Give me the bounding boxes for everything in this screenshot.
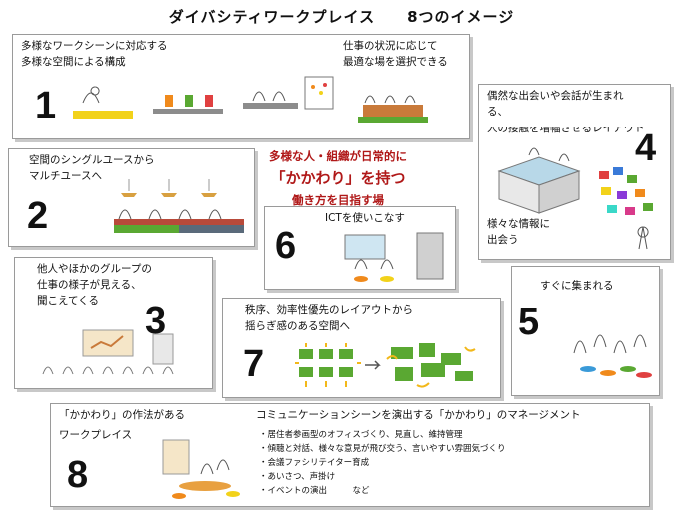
panel-8-bullet: ・あいさつ、声掛け: [259, 472, 336, 482]
panel-3: 他人やほかのグループの 仕事の様子が見える、 聞こえてくる 3: [14, 257, 213, 389]
panel-4-number: 4: [635, 127, 657, 169]
panel-8-text-left-1: 「かかわり」の作法がある: [59, 409, 185, 421]
panel-3-text-2: 仕事の様子が見える、: [37, 279, 142, 291]
panel-6: ICTを使いこなす 6: [264, 206, 456, 290]
panel-1-illustration: [73, 76, 428, 123]
panel-4-text-4: 様々な情報に: [487, 218, 550, 230]
panel-2-number: 2: [27, 195, 49, 237]
panel-3-number: 3: [145, 300, 167, 342]
panel-8-heading: コミュニケーションシーンを演出する「かかわり」のマネージメント: [256, 409, 581, 421]
panel-6-text-1: ICTを使いこなす: [325, 212, 405, 224]
page-title: ダイバシティワークプレイス 8つのイメージ: [168, 8, 515, 26]
panel-1-text-right-1: 仕事の状況に応じて: [343, 40, 438, 52]
panel-1-text-left-1: 多様なワークシーンに対応する: [21, 40, 168, 52]
panel-8-bullet: ・傾聴と対話、様々な意見が飛び交う、言いやすい雰囲気づくり: [259, 444, 506, 454]
center-line-1: 多様な人・組織が日常的に: [269, 149, 407, 163]
panel-2: 空間のシングルユースから マルチユースへ 2: [8, 148, 255, 247]
center-line-2: 「かかわり」を持つ: [270, 169, 406, 187]
panel-2-illustration: [114, 179, 244, 233]
panel-5: すぐに集まれる 5: [511, 266, 660, 396]
panel-5-number: 5: [518, 301, 540, 343]
panel-4-text-3: 人の接触を増幅させるレイアウト: [487, 122, 645, 134]
panel-4-text-1: 偶然な出会いや会話が生まれ: [487, 90, 624, 102]
panel-2-text-2: マルチユースへ: [29, 170, 102, 182]
panel-8-bullet: ・居住者参画型のオフィスづくり、見直し、維持管理: [259, 430, 463, 440]
panel-8-number: 8: [67, 454, 89, 496]
panel-7-text-2: 揺らぎ感のある空間へ: [245, 320, 350, 332]
panel-2-text-1: 空間のシングルユースから: [29, 154, 155, 166]
panel-7-text-1: 秩序、効率性優先のレイアウトから: [245, 304, 413, 316]
panel-7-illustration: [295, 343, 476, 388]
panel-5-text-1: すぐに集まれる: [540, 280, 614, 292]
panel-1: 多様なワークシーンに対応する 多様な空間による構成 仕事の状況に応じて 最適な場…: [12, 34, 470, 139]
panel-4-text-2: る、: [487, 106, 508, 118]
panel-1-text-right-2: 最適な場を選択できる: [343, 56, 448, 68]
panel-1-text-left-2: 多様な空間による構成: [21, 56, 126, 68]
panel-3-illustration: [42, 329, 174, 375]
panel-8-bullet: ・会議ファシリテイター育成: [259, 458, 370, 468]
panel-8-text-left-2: ワークプレイス: [59, 429, 133, 441]
panel-6-number: 6: [275, 225, 297, 267]
panel-7: 秩序、効率性優先のレイアウトから 揺らぎ感のある空間へ 7: [222, 298, 501, 398]
center-line-3: 働き方を目指す場: [292, 193, 384, 207]
panel-3-text-1: 他人やほかのグループの: [37, 263, 152, 275]
panel-4-illustration: [497, 147, 653, 250]
panel-1-number: 1: [35, 85, 57, 127]
center-message: 多様な人・組織が日常的に 「かかわり」を持つ 働き方を目指す場: [258, 145, 418, 211]
panel-4: 偶然な出会いや会話が生まれ る、 人の接触を増幅させるレイアウト 4 様々な情報…: [478, 84, 671, 260]
panel-7-number: 7: [243, 343, 265, 385]
panel-8-illustration: [162, 439, 240, 499]
panel-8: 「かかわり」の作法がある ワークプレイス 8 コミュニケーションシーンを演出する…: [50, 403, 650, 507]
panel-5-illustration: [573, 334, 652, 378]
panel-3-text-3: 聞こえてくる: [37, 295, 99, 307]
panel-8-bullet: ・イベントの演出 など: [259, 486, 370, 496]
panel-6-illustration: [344, 232, 444, 282]
panel-4-text-5: 出会う: [487, 234, 519, 246]
